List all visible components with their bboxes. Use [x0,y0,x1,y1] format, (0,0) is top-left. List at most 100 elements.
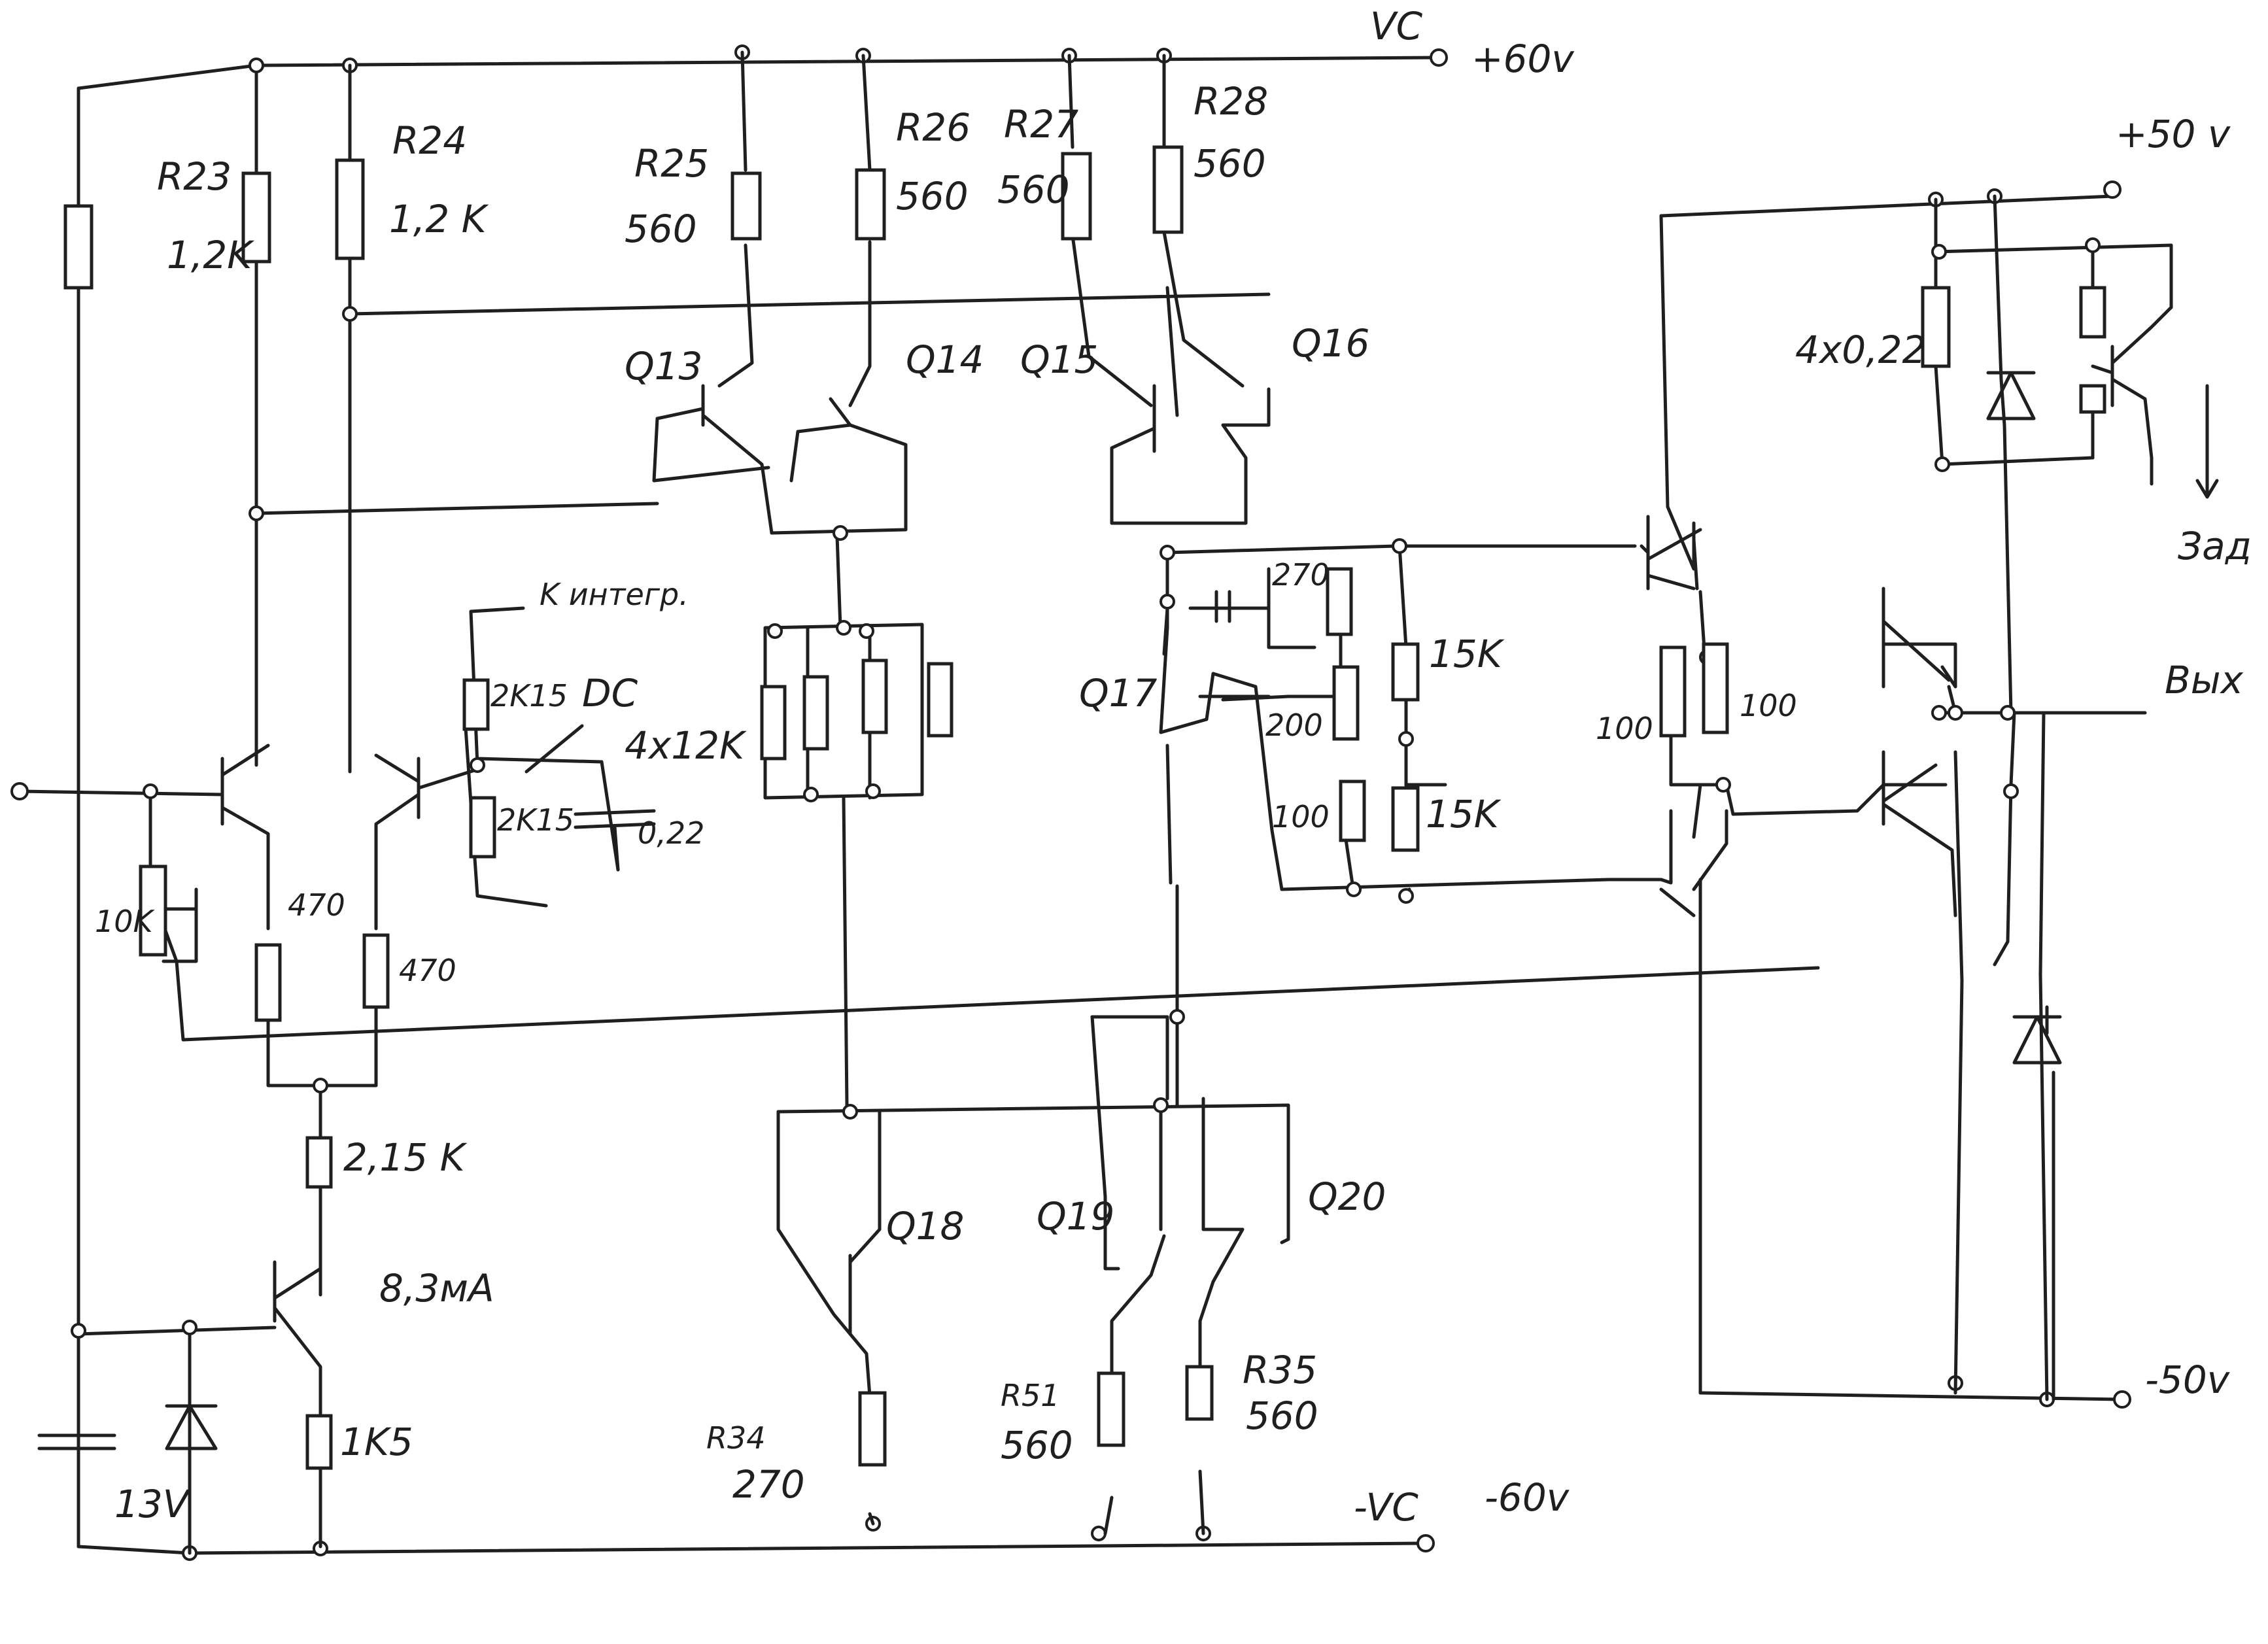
diode-top [1986,371,2036,420]
r100-resistor [1339,779,1366,842]
node-input [143,783,158,799]
miller-cap [1188,590,1271,623]
r2k15-bot [469,796,496,859]
r24-value: 1,2 K [389,197,489,241]
r34-name: R34 [706,1420,766,1456]
zener-value: 13V [114,1482,192,1526]
emitter-resistors [1921,286,1951,368]
r35-resistor [1185,1365,1214,1421]
out100b-value: 100 [1740,688,1797,723]
r28-value: 560 [1194,141,1266,186]
r100-value: 100 [1272,799,1330,834]
cap-022 [574,809,656,872]
r215k-value: 2,15 K [343,1135,468,1180]
e470b-value: 470 [399,953,456,988]
neg50-rail [1698,1375,2131,1409]
pot-value: 10K [95,904,156,939]
neg-vc-label: -VC [1354,1485,1418,1530]
r24-resistor [335,158,365,260]
r200-value: 200 [1265,708,1323,743]
protect-label: Зад [2178,524,2252,568]
r15k-top-resistor [1391,642,1420,702]
pos50-label: +50 v [2116,112,2231,156]
q13-label: Q13 [625,344,702,388]
r2k15-top-value: 2K15 [490,678,568,713]
protect-resistor-b [2079,384,2106,414]
r27-resistor [1061,152,1092,241]
r51-name: R51 [1001,1378,1060,1413]
input-stage-wiring [18,63,1820,1555]
r24-name: R24 [392,118,467,163]
node-feedback [470,757,485,773]
r1k5-value: 1K5 [340,1420,413,1464]
dc-label: DC [582,671,638,715]
r51-resistor [1097,1371,1125,1447]
neg60-label: -60v [1485,1475,1570,1520]
node-q13-base [249,505,264,521]
node-zener-top [71,1323,86,1339]
bank-resistor-2 [802,675,829,751]
r23-value: 1,2K [167,233,254,277]
r25-resistor [730,171,762,241]
r200-resistor [1332,665,1360,741]
r270-resistor [1326,567,1353,636]
neg50-label: -50v [2145,1358,2231,1402]
node-tail [313,1078,328,1093]
r23-resistor [241,171,271,264]
r1k5-resistor [305,1414,333,1470]
integrator-label: K интегр. [540,577,689,612]
input-terminal [10,782,29,800]
protect-resistor-a [2079,286,2106,339]
zener-diode [165,1404,218,1450]
r25-name: R25 [634,141,709,186]
r27-value: 560 [997,167,1070,212]
r26-value: 560 [896,174,969,218]
q20-label: Q20 [1308,1174,1386,1219]
r26-name: R26 [896,105,971,150]
r34-resistor [858,1391,887,1467]
q18-label: Q18 [886,1204,964,1248]
r15k-bot-value: 15K [1426,792,1502,836]
r35-name: R35 [1243,1348,1317,1392]
r28-name: R28 [1194,79,1268,124]
q16-label: Q16 [1292,321,1369,366]
r27-name: R27 [1004,102,1078,146]
vc-label: VC [1370,4,1423,48]
r270-value: 270 [1272,557,1330,592]
output-stage-wiring [1640,194,2173,1401]
bank-value: 4x12K [625,723,747,768]
r35-value: 560 [1246,1394,1318,1438]
r28-resistor [1152,145,1184,234]
r26-resistor [855,168,886,241]
diode-bottom [2012,1015,2062,1065]
q15-label: Q15 [1020,337,1098,382]
vas-wiring [652,50,1663,1107]
out100a-value: 100 [1596,711,1653,746]
bank-resistor-1 [760,685,787,761]
bank-resistor-4 [927,662,954,738]
r25-value: 560 [625,207,697,251]
r215k-resistor [305,1136,333,1189]
r2k15-top [462,678,490,731]
pos60-label: +60v [1471,37,1575,81]
bias-resistor [63,204,94,290]
pos50-rail [1659,180,2122,218]
output-label: Вых [2165,658,2244,702]
node-zener-k [182,1320,198,1335]
r2k15-bot-value: 2K15 [497,802,574,838]
e470a-value: 470 [288,887,345,923]
r15k-bot-resistor [1391,786,1420,852]
emitter-value: 4x0,22 [1795,328,1926,372]
emitter-resistor-b [362,933,390,1009]
q14-label: Q14 [906,337,984,382]
current-label: 8,3мА [379,1266,494,1310]
pot-resistor [139,865,167,957]
cap-022-value: 0,22 [638,815,704,851]
neg60-rail [77,1516,1435,1561]
protect-arrow [2195,384,2219,499]
q17-label: Q17 [1079,671,1158,715]
r34-value: 270 [732,1462,805,1507]
r23-name: R23 [157,154,232,199]
